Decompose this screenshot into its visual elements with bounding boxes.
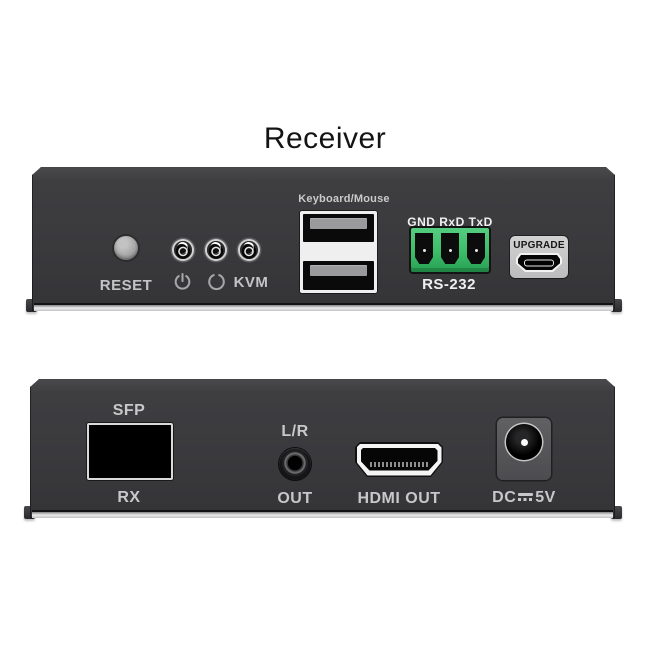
dc-current-symbol-icon [518,493,533,501]
link-loop-icon [207,272,226,291]
dc-power-jack [506,424,542,460]
dc-5v-label: DC 5V [464,489,584,507]
sfp-rx-port [87,423,173,480]
rear-panel-foot-left [24,506,35,519]
micro-usb-opening [518,255,560,270]
usb-port-bottom [303,261,374,290]
usb-tab [310,265,367,276]
front-panel-foot-left [26,299,37,312]
link-led [207,241,225,259]
usb-tab [310,218,367,229]
upgrade-label: UPGRADE [513,240,565,251]
rear-panel-foot-right [611,506,622,519]
terminal-pin-rxd [441,233,459,264]
micro-usb-slot [524,259,554,266]
rs232-terminal-block [411,228,489,272]
usb-ports-keyboard-mouse [300,211,377,293]
usb-label: Keyboard/Mouse [298,193,390,205]
page-title: Receiver [263,122,387,155]
rx-label: RX [117,489,141,506]
reset-label: RESET [99,277,153,294]
upgrade-port-plate: UPGRADE [510,236,568,278]
terminal-pin-txd [467,233,485,264]
dc-label-suffix: 5V [535,489,556,506]
kvm-label: KVM [233,274,269,291]
sfp-label: SFP [112,402,146,419]
out-label: OUT [277,490,313,507]
hdmi-out-port [355,442,443,477]
power-led [174,241,192,259]
power-icon [173,272,192,291]
usb-port-top [303,214,374,242]
rear-panel: SFP RX L/R OUT HDMI OUT DC 5V [30,379,615,518]
serial-pins-label: GND RxD TxD [407,215,493,229]
front-panel: RESET KVM Keyboard/Mouse GND RxD TxD RS-… [32,167,615,311]
lr-label: L/R [281,423,309,440]
kvm-led [240,241,258,259]
micro-usb-port [516,253,562,272]
audio-out-jack [279,448,311,480]
front-panel-foot-right [611,299,622,312]
reset-button [114,236,138,260]
hdmi-shell [357,444,442,476]
hdmi-out-label: HDMI OUT [357,490,441,507]
hdmi-pins [370,462,429,467]
terminal-pin-gnd [415,233,433,264]
dc-power-jack-plate [497,418,551,480]
dc-label-prefix: DC [492,489,517,506]
rs232-label: RS-232 [422,276,476,293]
hdmi-opening [361,448,438,471]
